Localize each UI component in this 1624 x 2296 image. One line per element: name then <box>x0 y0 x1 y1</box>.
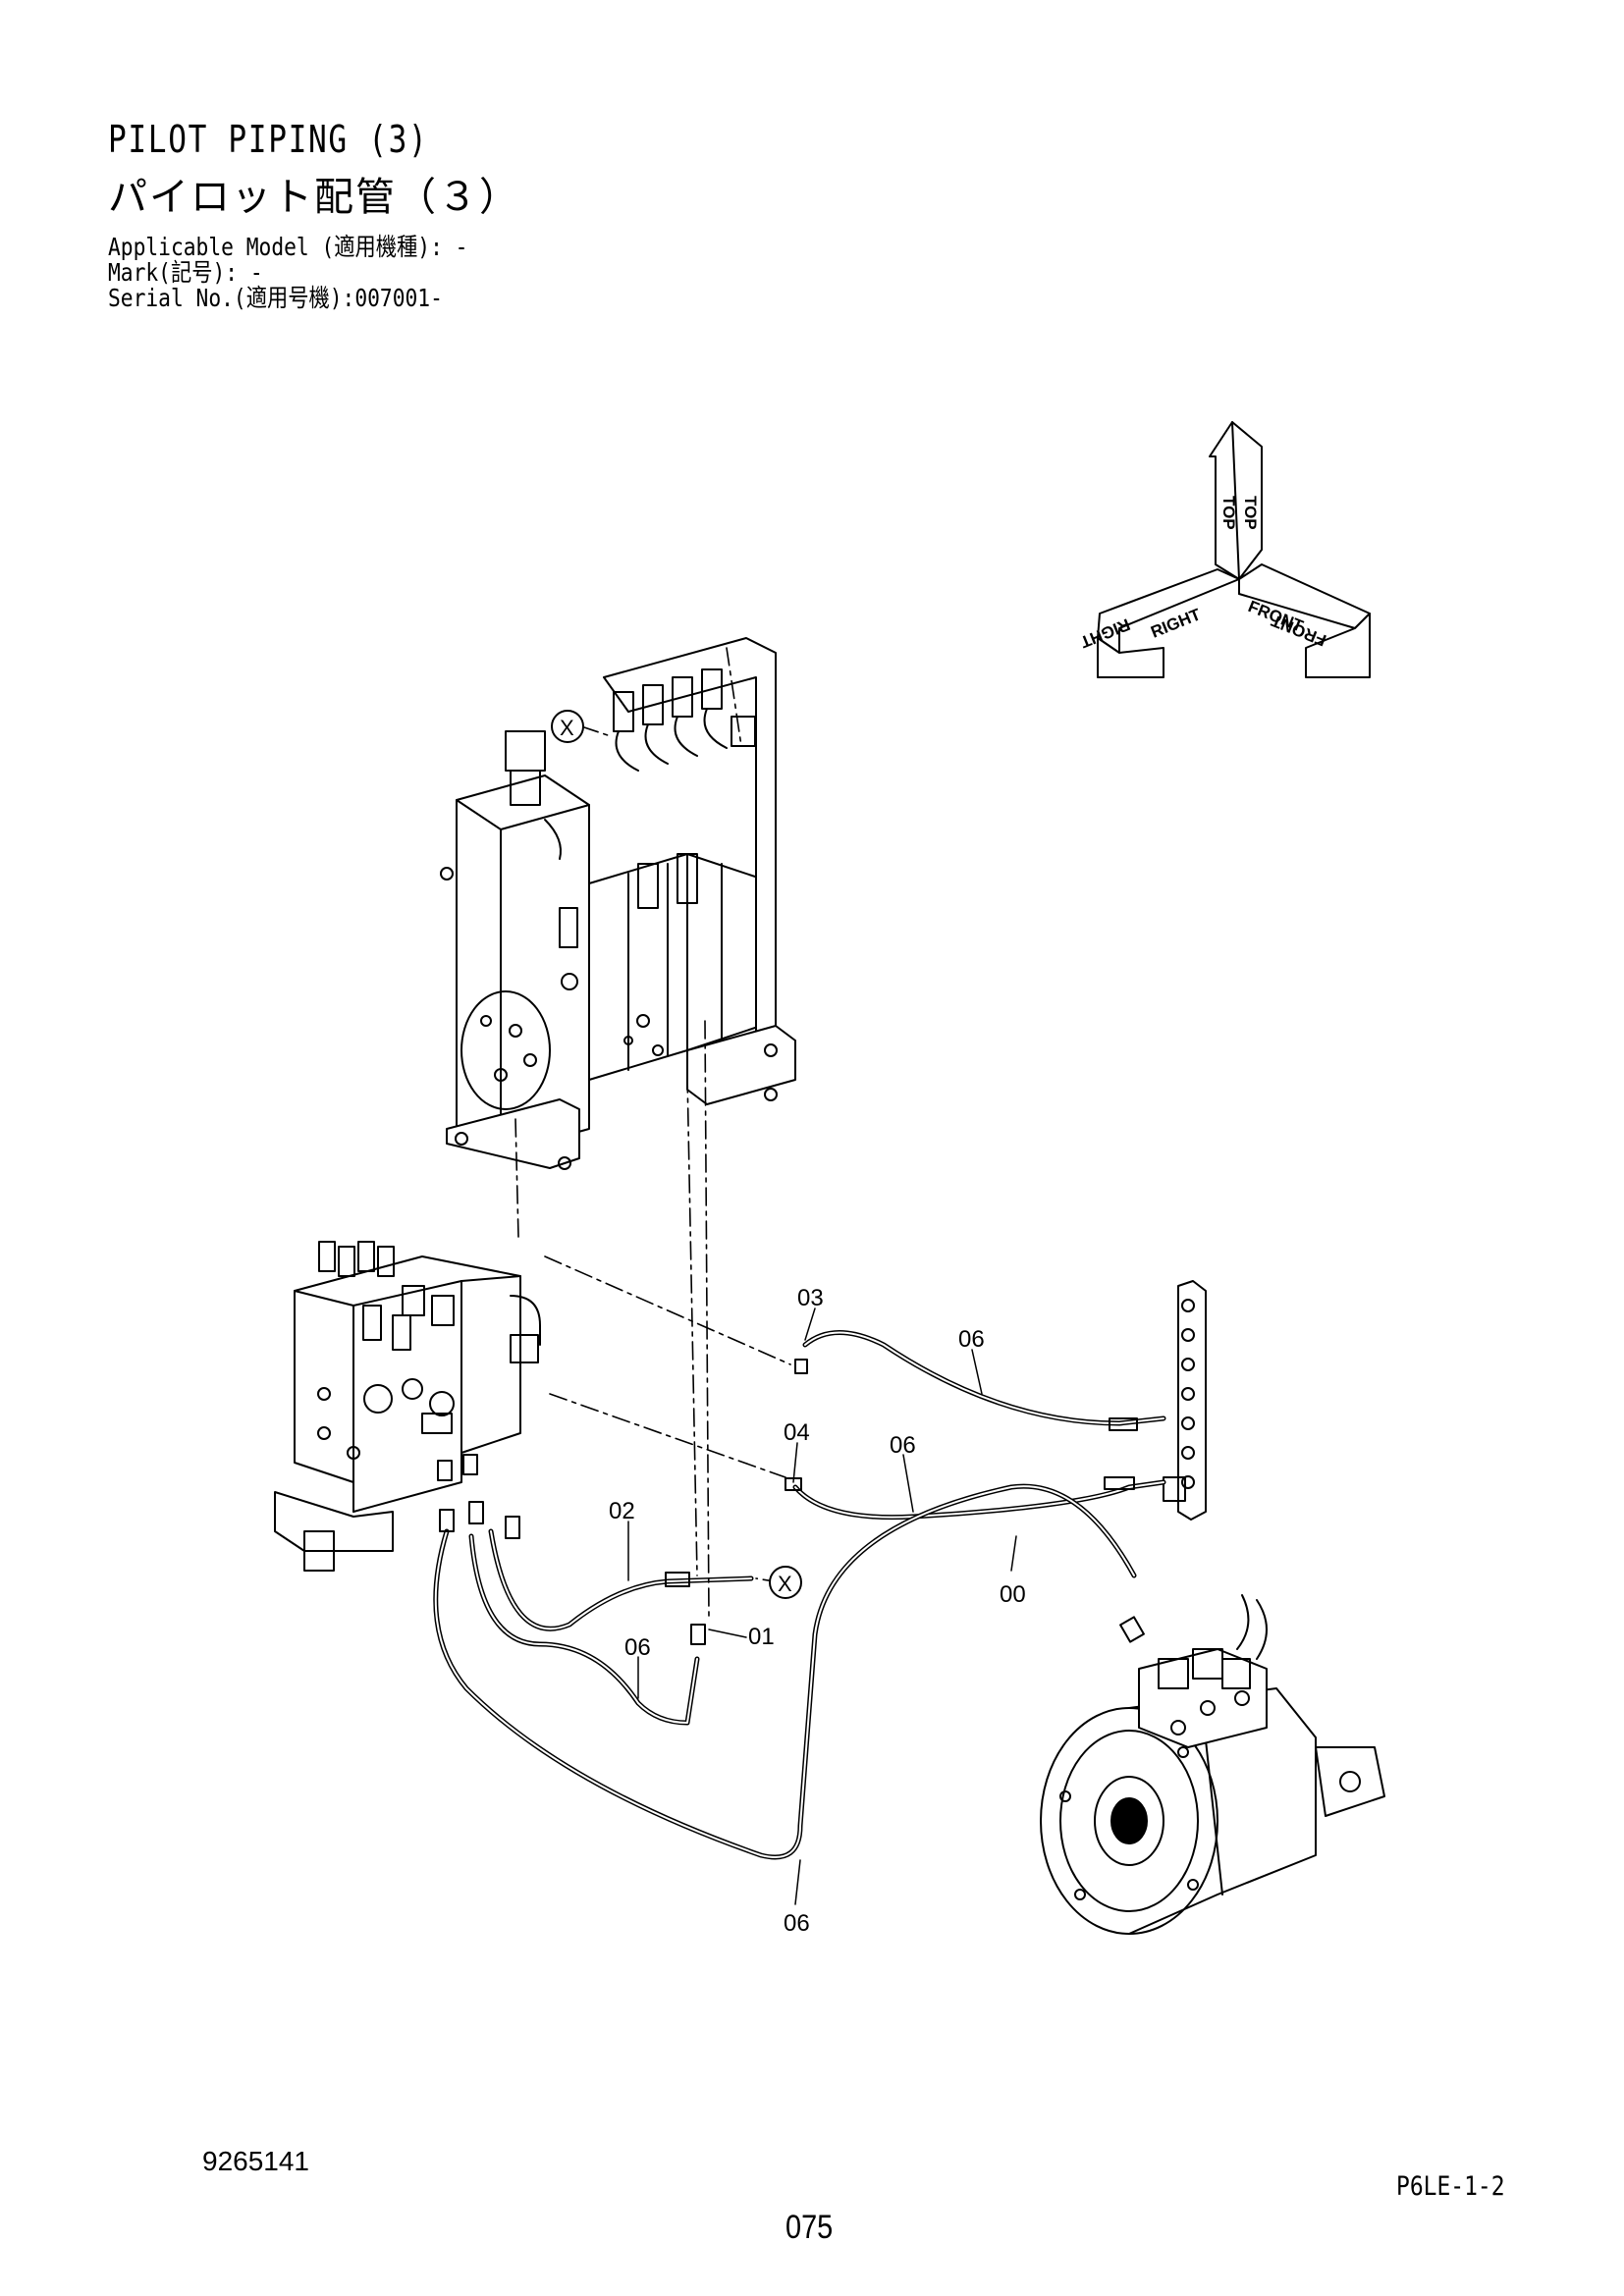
callout-06-upper: 06 <box>958 1326 985 1353</box>
reference-circle-x-lower <box>769 1566 802 1599</box>
sheet-code: P6LE-1-2 <box>1396 2171 1505 2202</box>
page-title-japanese: パイロット配管（３） <box>108 175 520 220</box>
x-label-upper: X <box>560 716 574 740</box>
orientation-top-label: TOP <box>1219 496 1238 530</box>
orientation-indicator <box>1097 421 1371 678</box>
mark: Mark(記号): - <box>108 258 263 287</box>
callout-00: 00 <box>1000 1581 1026 1608</box>
callout-03: 03 <box>797 1285 824 1311</box>
callout-02: 02 <box>609 1498 635 1524</box>
applicable-model: Applicable Model (適用機種): - <box>108 233 468 261</box>
serial-number: Serial No.(適用号機):007001- <box>108 284 443 312</box>
terminal-block <box>1163 1280 1207 1521</box>
x-label-lower: X <box>778 1572 792 1596</box>
page-number: 075 <box>785 2209 834 2246</box>
orientation-top-label-2: TOP <box>1241 496 1260 530</box>
page-title: PILOT PIPING (3) <box>108 118 429 161</box>
lower-valve-assembly <box>274 1241 541 1572</box>
callout-04: 04 <box>784 1419 810 1446</box>
upper-valve-assembly <box>440 637 796 1170</box>
hydraulic-pump <box>1040 1594 1385 1935</box>
hose-00-line <box>433 1483 1137 1860</box>
reference-circle-x-upper <box>551 710 584 743</box>
callout-06-mid: 06 <box>890 1432 916 1459</box>
callout-01: 01 <box>748 1624 775 1650</box>
callout-06-bottom: 06 <box>784 1910 810 1937</box>
callout-06-left: 06 <box>624 1634 651 1661</box>
hose-06-left-line <box>468 1533 700 1726</box>
document-number: 9265141 <box>202 2146 310 2176</box>
